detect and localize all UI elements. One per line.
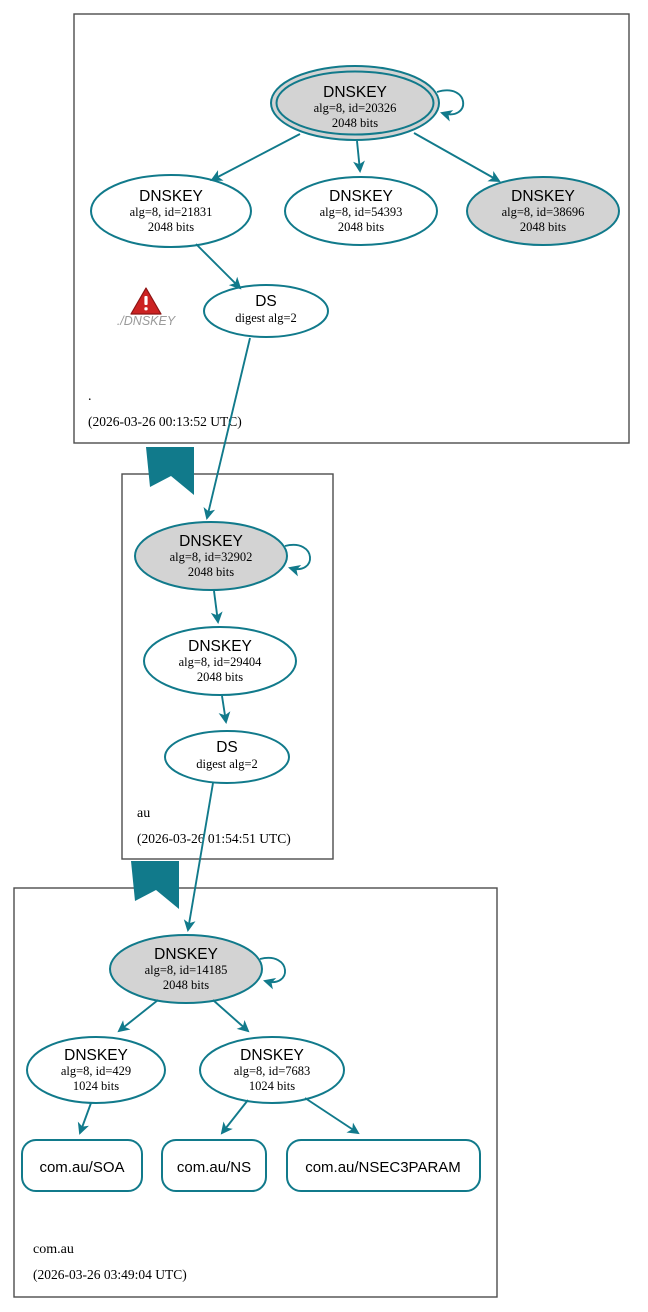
node-detail-alg: alg=8, id=29404: [179, 655, 263, 669]
edge-comauksk-to-zsk7683: [212, 999, 250, 1033]
node-title: DNSKEY: [511, 188, 575, 205]
zone-timestamp-root: (2026-03-26 00:13:52 UTC): [88, 414, 242, 429]
node-detail-size: 2048 bits: [188, 565, 234, 579]
zone-name-comau: com.au: [33, 1242, 74, 1257]
node-detail-alg: alg=8, id=54393: [320, 205, 403, 219]
edge-comauksk-to-zsk429: [117, 999, 159, 1033]
warning-label: ./DNSKEY: [117, 314, 177, 328]
delegation-arrow-au-to-comau: [131, 861, 179, 909]
node-ring: [284, 176, 438, 246]
self-signature-loop: [436, 89, 465, 122]
rrset-label: com.au/SOA: [39, 1159, 124, 1176]
node-title: DS: [216, 739, 238, 756]
node-title: DNSKEY: [139, 188, 203, 205]
node-detail-size: 1024 bits: [73, 1079, 119, 1093]
node-root-zsk-38696[interactable]: DNSKEY alg=8, id=38696 2048 bits: [466, 176, 620, 246]
node-detail-alg: alg=8, id=21831: [130, 205, 213, 219]
node-detail-alg: alg=8, id=32902: [170, 550, 253, 564]
node-detail-alg: alg=8, id=14185: [145, 963, 228, 977]
edge-zsk429-to-soa: [77, 1102, 92, 1135]
node-ring: [109, 934, 263, 1004]
zone-root[interactable]: DNSKEY alg=8, id=20326 2048 bits DNSKEY …: [73, 13, 630, 444]
delegation-arrow-root-to-au: [146, 447, 194, 495]
node-ring: [143, 626, 297, 696]
node-root-zsk-21831[interactable]: DNSKEY alg=8, id=21831 2048 bits: [90, 174, 252, 248]
node-comau-ksk-14185[interactable]: DNSKEY alg=8, id=14185 2048 bits: [109, 934, 286, 1004]
node-detail-size: 2048 bits: [163, 978, 209, 992]
node-title: DNSKEY: [179, 533, 243, 550]
zone-timestamp-comau: (2026-03-26 03:49:04 UTC): [33, 1267, 187, 1282]
node-comau-zsk-429[interactable]: DNSKEY alg=8, id=429 1024 bits: [26, 1036, 166, 1104]
node-au-ksk-32902[interactable]: DNSKEY alg=8, id=32902 2048 bits: [134, 521, 311, 591]
node-detail-size: 2048 bits: [197, 670, 243, 684]
rrset-label: com.au/NSEC3PARAM: [305, 1159, 461, 1176]
node-ring: [466, 176, 620, 246]
rrset-label: com.au/NS: [177, 1159, 251, 1176]
node-title: DNSKEY: [329, 188, 393, 205]
self-signature-loop: [284, 543, 311, 577]
warning-triangle-icon[interactable]: [130, 287, 162, 315]
node-detail-size: 2048 bits: [148, 220, 194, 234]
bang-stem: [144, 296, 148, 305]
zone-name-au: au: [137, 806, 150, 821]
node-detail-digest: digest alg=2: [235, 311, 297, 325]
zone-comau[interactable]: DNSKEY alg=8, id=14185 2048 bits DNSKEY …: [13, 887, 498, 1298]
node-detail-size: 2048 bits: [332, 116, 378, 130]
node-detail-alg: alg=8, id=7683: [234, 1064, 311, 1078]
rrset-box-shape: [161, 1139, 267, 1192]
node-root-ds[interactable]: DS digest alg=2: [203, 284, 329, 338]
rrset-com-au-ns[interactable]: com.au/NS: [161, 1139, 267, 1192]
node-comau-zsk-7683[interactable]: DNSKEY alg=8, id=7683 1024 bits: [199, 1036, 345, 1104]
node-detail-digest: digest alg=2: [196, 757, 258, 771]
node-ring: [164, 730, 290, 784]
node-ring: [203, 284, 329, 338]
node-au-zsk-29404[interactable]: DNSKEY alg=8, id=29404 2048 bits: [143, 626, 297, 696]
node-detail-alg: alg=8, id=38696: [502, 205, 585, 219]
self-signature-loop: [259, 956, 286, 990]
edge-rootksk-to-zsk21831: [210, 133, 301, 181]
node-title: DNSKEY: [64, 1047, 128, 1064]
node-ring: [199, 1036, 345, 1104]
edge-zsk21831-to-ds: [195, 243, 242, 290]
node-ring: [26, 1036, 166, 1104]
node-root-ksk-20326[interactable]: DNSKEY alg=8, id=20326 2048 bits: [270, 65, 465, 141]
edge-auzsk-to-ds: [218, 695, 231, 725]
zone-name-root: .: [88, 389, 92, 404]
edge-rootksk-to-zsk54393: [353, 140, 365, 174]
node-au-ds[interactable]: DS digest alg=2: [164, 730, 290, 784]
node-title: DNSKEY: [154, 946, 218, 963]
edge-zsk7683-to-nsec3param: [304, 1097, 360, 1135]
node-detail-alg: alg=8, id=429: [61, 1064, 131, 1078]
edge-auksk-to-zsk29404: [210, 590, 223, 625]
node-detail-size: 1024 bits: [249, 1079, 295, 1093]
edge-rootds-to-au-ksk: [203, 337, 251, 520]
node-title: DNSKEY: [240, 1047, 304, 1064]
rrset-com-au-nsec3param[interactable]: com.au/NSEC3PARAM: [286, 1139, 481, 1192]
edge-rootksk-to-zsk38696: [413, 132, 501, 183]
node-detail-size: 2048 bits: [338, 220, 384, 234]
node-ring: [90, 174, 252, 248]
rrset-box-shape: [286, 1139, 481, 1192]
node-inner-ring: [275, 70, 435, 136]
rrset-box-shape: [21, 1139, 143, 1192]
node-detail-alg: alg=8, id=20326: [314, 101, 397, 115]
node-title: DS: [255, 293, 277, 310]
node-title: DNSKEY: [188, 638, 252, 655]
edge-zsk7683-to-ns: [220, 1099, 249, 1135]
node-ring: [134, 521, 288, 591]
rrset-com-au-soa[interactable]: com.au/SOA: [21, 1139, 143, 1192]
node-root-zsk-54393[interactable]: DNSKEY alg=8, id=54393 2048 bits: [284, 176, 438, 246]
zone-au[interactable]: DNSKEY alg=8, id=32902 2048 bits DNSKEY …: [121, 473, 334, 860]
zone-timestamp-au: (2026-03-26 01:54:51 UTC): [137, 831, 291, 846]
node-title: DNSKEY: [323, 84, 387, 101]
node-detail-size: 2048 bits: [520, 220, 566, 234]
edge-auds-to-comau-ksk: [183, 782, 214, 933]
bang-dot: [144, 307, 148, 311]
